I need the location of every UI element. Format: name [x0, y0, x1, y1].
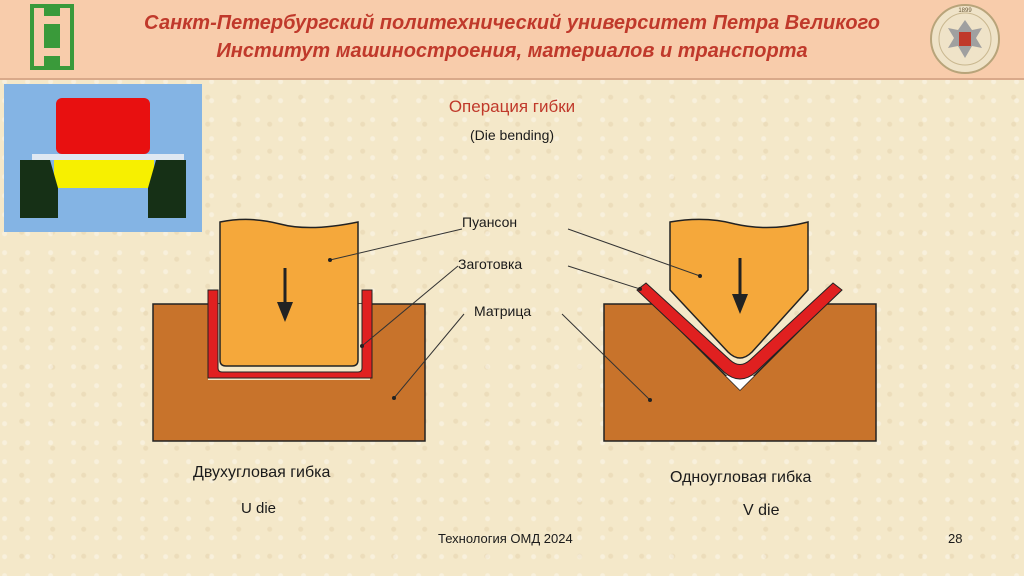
v-bend-caption: Одноугловая гибка [670, 469, 812, 486]
header-university: Санкт-Петербургский политехнический унив… [144, 12, 880, 34]
v-bend-en: V die [743, 502, 780, 519]
slide-title: Операция гибки [448, 97, 576, 116]
header-bar: Санкт-Петербургский политехнический унив… [0, 0, 1024, 80]
label-die: Матрица [474, 303, 532, 319]
page-number: 28 [948, 531, 963, 546]
label-punch: Пуансон [462, 214, 518, 230]
u-blank [207, 289, 373, 379]
university-seal-icon: 1899 [930, 4, 1000, 74]
u-bend-caption: Двухугловая гибка [193, 464, 331, 481]
v-blank [636, 282, 843, 380]
v-die-gap [726, 376, 754, 390]
u-arrow-icon [277, 302, 293, 322]
seal-year: 1899 [958, 8, 972, 14]
footer-course: Технология ОМД 2024 [438, 531, 573, 546]
bending-preview-illustration [4, 84, 202, 232]
u-punch [219, 218, 359, 367]
slide-subtitle: (Die bending) [469, 127, 555, 143]
label-blank: Заготовка [458, 256, 523, 272]
omd-logo-icon [30, 4, 74, 70]
v-arrow-icon [732, 294, 748, 314]
header-institute: Институт машиностроения, материалов и тр… [216, 40, 808, 62]
u-bend-en: U die [241, 500, 277, 517]
